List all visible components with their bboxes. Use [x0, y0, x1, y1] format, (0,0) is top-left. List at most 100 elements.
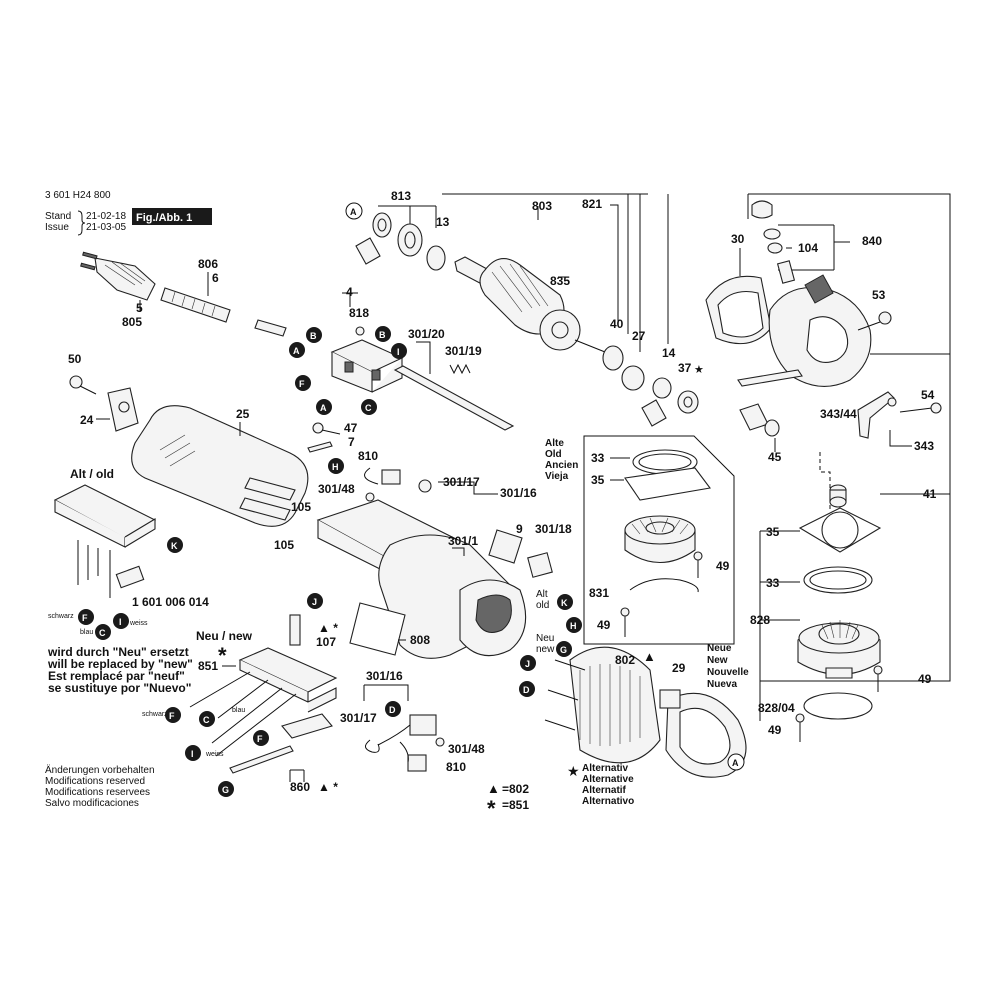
part-343-44: 343/44 — [820, 407, 857, 421]
svg-text:G: G — [560, 645, 567, 655]
old-plate-35 — [624, 467, 711, 501]
svg-text:A: A — [350, 207, 357, 217]
svg-text:Alternativo: Alternativo — [582, 796, 634, 807]
gear-housing-301-1 — [316, 499, 527, 659]
svg-text:Nueva: Nueva — [707, 679, 737, 690]
stator-802 — [544, 646, 661, 764]
label-neu-small-1: Neu — [536, 633, 554, 644]
svg-text:Alternatif: Alternatif — [582, 785, 627, 796]
new-seal-33 — [803, 566, 873, 594]
callout-C-brush: C — [361, 399, 377, 415]
part-107: 107 — [316, 635, 336, 649]
part-802-marker: ▲ — [643, 649, 656, 664]
svg-text:A: A — [320, 403, 327, 413]
part-29: 29 — [672, 661, 686, 675]
svg-text:I: I — [397, 347, 400, 357]
svg-text:F: F — [257, 734, 263, 744]
part-6: 6 — [212, 271, 219, 285]
part-835: 835 — [550, 274, 570, 288]
callout-K-old: K — [167, 537, 183, 553]
svg-text:Salvo modificaciones: Salvo modificaciones — [45, 798, 139, 809]
brush-holder-107 — [289, 614, 301, 646]
part-4: 4 — [346, 285, 353, 299]
callout-I-brush: I — [391, 343, 407, 359]
svg-text:C: C — [99, 628, 106, 638]
svg-text:B: B — [310, 331, 317, 341]
callout-H-mid: H — [328, 458, 344, 474]
callout-J-new: J — [307, 593, 323, 609]
callout-D-bottom: D — [385, 701, 401, 717]
o-ring-828-04 — [803, 692, 873, 720]
part-14: 14 — [662, 346, 676, 360]
svg-text:K: K — [171, 541, 178, 551]
part-803: 803 — [532, 199, 552, 213]
label-alt-old: Alt / old — [70, 467, 114, 481]
callout-F-brush: F — [295, 375, 311, 391]
svg-text:Alternative: Alternative — [582, 774, 634, 785]
screw-47 — [312, 422, 341, 435]
label-alt-small-2: old — [536, 600, 549, 611]
callout-A-brush: A — [316, 399, 332, 415]
part-30: 30 — [731, 232, 745, 246]
callout-F-old: F — [78, 609, 94, 625]
part-54: 54 — [921, 388, 935, 402]
screw-301-48 — [365, 492, 375, 502]
wire-blau-1: blau — [80, 629, 93, 636]
part-828: 828 — [750, 613, 770, 627]
callout-G-right: G — [556, 641, 572, 657]
svg-text:D: D — [389, 705, 396, 715]
callout-B-brush: B — [375, 326, 391, 342]
issue-label: Issue — [45, 222, 69, 233]
screw-50 — [69, 375, 97, 395]
part-810a: 810 — [358, 449, 378, 463]
part-343: 343 — [914, 439, 934, 453]
part-821: 821 — [582, 197, 602, 211]
flange-29 — [659, 689, 747, 778]
brace — [77, 210, 86, 236]
svg-text:Vieja: Vieja — [545, 471, 569, 482]
carbon-brush-810 — [364, 467, 401, 485]
part-105b: 105 — [274, 538, 294, 552]
part-805: 805 — [122, 315, 142, 329]
cord-leader-lines — [139, 272, 209, 312]
part-301-20: 301/20 — [408, 327, 445, 341]
part-45: 45 — [768, 450, 782, 464]
old-seal-33 — [632, 449, 698, 475]
svg-text:K: K — [561, 598, 568, 608]
guard-30 — [705, 275, 772, 345]
stand-date: 21-02-18 — [86, 211, 126, 222]
handle-cover-24 — [107, 387, 139, 432]
svg-text:D: D — [523, 685, 530, 695]
svg-text:Est remplacé par "neuf": Est remplacé par "neuf" — [48, 669, 185, 683]
svg-text:J: J — [312, 597, 317, 607]
part-806: 806 — [198, 257, 218, 271]
new-switch-assembly — [189, 614, 338, 757]
label-neu-new: Neu / new — [196, 629, 253, 643]
screw-54 — [899, 402, 942, 414]
svg-text:B: B — [379, 330, 386, 340]
new-box-labels: Neue New Nouvelle Nueva — [707, 643, 749, 690]
issue-date: 21-03-05 — [86, 222, 126, 233]
clip-7 — [307, 441, 333, 453]
callout-C-new: C — [199, 711, 215, 727]
part-27: 27 — [632, 329, 646, 343]
old-switch-assembly — [53, 484, 157, 598]
gear-bearings — [602, 345, 699, 427]
legend: ▲ =802 * =851 ★ Alternativ Alternative A… — [487, 763, 634, 821]
old-box-labels: Alte Old Ancien Vieja — [545, 438, 578, 482]
modifications-note: Änderungen vorbehalten Modifications res… — [45, 764, 155, 809]
svg-text:Nouvelle: Nouvelle — [707, 667, 749, 678]
bearing-813 — [372, 212, 392, 238]
part-301-16b: 301/16 — [366, 669, 403, 683]
part-301-18: 301/18 — [535, 522, 572, 536]
part-828-04: 828/04 — [758, 701, 795, 715]
part-7: 7 — [348, 435, 355, 449]
part-50: 50 — [68, 352, 82, 366]
gear-housing-head — [768, 274, 872, 387]
callout-D-right: D — [519, 681, 535, 697]
svg-text:I: I — [191, 749, 194, 759]
spring-301-19 — [449, 363, 471, 375]
part-301-1: 301/1 — [448, 534, 478, 548]
svg-text:J: J — [525, 659, 530, 669]
